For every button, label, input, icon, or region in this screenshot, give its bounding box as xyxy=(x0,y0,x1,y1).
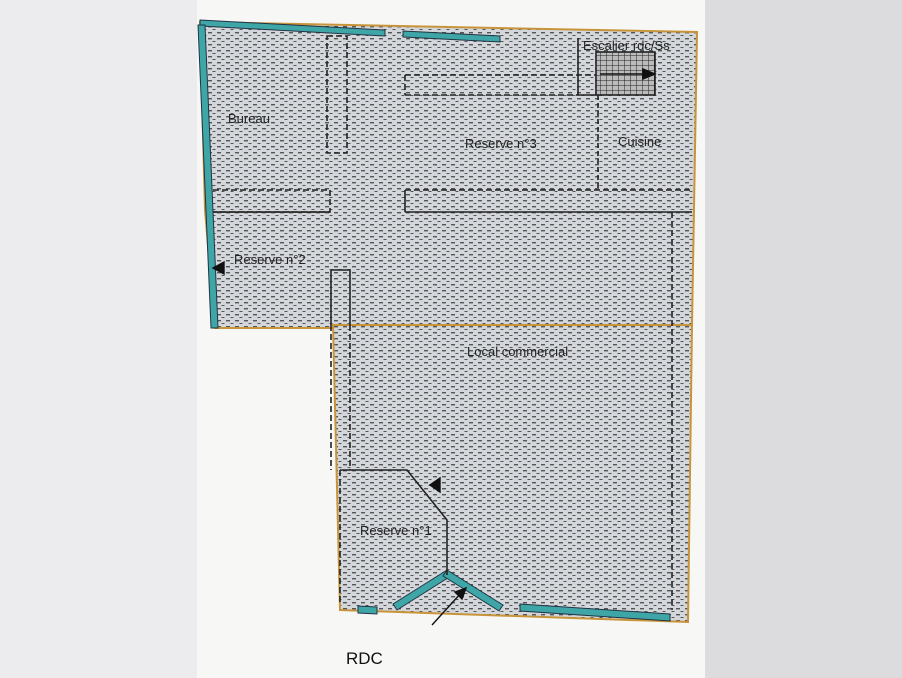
label-local-commercial: Local commercial xyxy=(467,344,568,359)
windows xyxy=(197,19,671,622)
level-label: RDC xyxy=(346,649,383,668)
label-reserve2: Reserve n°2 xyxy=(234,252,306,267)
label-cuisine: Cuisine xyxy=(618,134,661,149)
local-commercial-area xyxy=(331,324,694,624)
label-reserve1: Reserve n°1 xyxy=(360,523,432,538)
door-arrow-reserve1 xyxy=(428,476,441,494)
label-reserve3: Reserve n°3 xyxy=(465,136,537,151)
right-background xyxy=(705,0,902,678)
label-escalier: Escalier rdc/Ss xyxy=(583,38,670,53)
arrows xyxy=(211,67,657,626)
door-arrow-reserve2 xyxy=(211,260,225,276)
label-bureau: Bureau xyxy=(228,111,270,126)
